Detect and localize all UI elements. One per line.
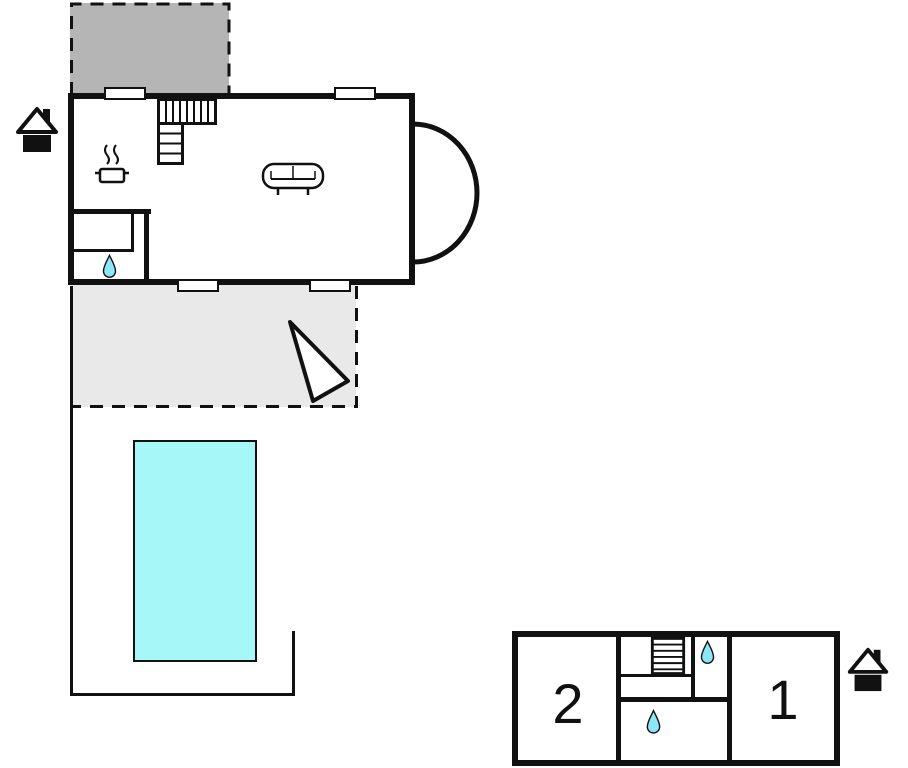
- interior-wall-thin: [71, 249, 134, 252]
- window-marker: [104, 87, 146, 100]
- steam-icon: [104, 144, 110, 165]
- interior-wall: [620, 697, 732, 702]
- window-marker: [177, 279, 219, 292]
- main-building: [68, 93, 415, 285]
- interior-wall: [71, 209, 151, 214]
- water-drop-icon: [102, 254, 117, 278]
- room-label-1: 1: [767, 668, 799, 731]
- window-marker: [334, 87, 376, 100]
- direction-arrow-icon: [288, 320, 350, 403]
- interior-wall: [616, 631, 621, 766]
- interior-wall-thin: [620, 674, 693, 677]
- terrace-area: [70, 3, 229, 93]
- water-drop-icon: [700, 640, 715, 664]
- sofa-icon: [261, 162, 325, 195]
- steam-icon: [113, 144, 119, 165]
- interior-wall-thin: [131, 209, 134, 252]
- window-marker: [309, 279, 351, 292]
- water-drop-icon: [646, 709, 661, 734]
- bay-window-arc: [412, 121, 480, 265]
- interior-wall: [144, 209, 149, 280]
- staircase-icon: [157, 98, 217, 165]
- room-label-2: 2: [552, 672, 584, 735]
- stove-pot-icon: [95, 144, 129, 184]
- swimming-pool: [133, 440, 257, 662]
- entrance-house-icon: [16, 107, 58, 154]
- staircase-icon-small: [650, 637, 686, 675]
- entrance-house-icon: [847, 647, 889, 693]
- interior-wall-thin: [691, 631, 695, 701]
